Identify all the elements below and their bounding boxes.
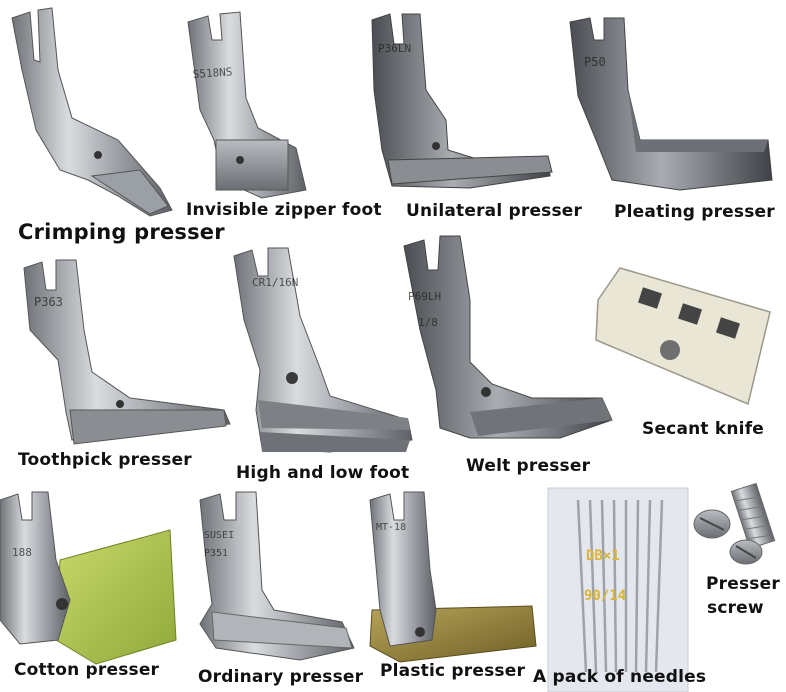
- ordinary-engraving-line2: P351: [204, 548, 228, 559]
- label-high-low-foot: High and low foot: [236, 463, 410, 483]
- label-toothpick-presser: Toothpick presser: [18, 450, 192, 470]
- high-low-foot-image: CR1/16N: [233, 247, 413, 453]
- unilateral-engraving: P36LN: [378, 42, 411, 55]
- needles-engraving-line1: DB×1: [586, 548, 620, 564]
- cotton-engraving: 188: [12, 546, 32, 559]
- crimping-presser-image: [11, 7, 173, 217]
- welt-engraving-line2: 1/8: [418, 316, 438, 329]
- plastic-presser-image: MT-18: [369, 491, 537, 663]
- invisible-zipper-foot-image: S518NS: [187, 11, 307, 199]
- needles-engraving-line2: 90/14: [584, 588, 626, 604]
- label-plastic-presser: Plastic presser: [380, 661, 526, 681]
- label-cotton-presser: Cotton presser: [14, 660, 160, 680]
- pleating-presser-image: P50: [569, 17, 773, 191]
- secant-knife-image: [595, 267, 771, 406]
- label-pack-of-needles: A pack of needles: [533, 667, 707, 687]
- label-welt-presser: Welt presser: [466, 456, 591, 476]
- invisible-zipper-engraving: S518NS: [192, 65, 233, 81]
- toothpick-engraving: P363: [34, 295, 63, 309]
- label-ordinary-presser: Ordinary presser: [198, 667, 364, 687]
- label-secant-knife: Secant knife: [642, 419, 765, 439]
- label-presser-screw-line2: screw: [707, 598, 764, 618]
- label-presser-screw-line1: Presser: [706, 574, 780, 594]
- plastic-engraving: MT-18: [376, 522, 406, 533]
- presser-screw-image: [693, 482, 776, 565]
- needles-pack-image: DB×1 90/14: [547, 487, 689, 692]
- label-crimping-presser: Crimping presser: [18, 220, 225, 244]
- high-low-engraving: CR1/16N: [252, 276, 298, 289]
- cotton-presser-image: 188: [0, 491, 177, 665]
- label-unilateral-presser: Unilateral presser: [406, 201, 583, 221]
- welt-presser-image: P69LH 1/8: [403, 235, 613, 439]
- pleating-engraving: P50: [584, 55, 606, 69]
- unilateral-presser-image: P36LN: [371, 13, 553, 189]
- label-invisible-zipper-foot: Invisible zipper foot: [186, 200, 382, 220]
- toothpick-presser-image: P363: [23, 259, 231, 445]
- welt-engraving-line1: P69LH: [408, 290, 441, 303]
- ordinary-presser-image: SUSEI P351: [199, 491, 355, 661]
- ordinary-engraving-line1: SUSEI: [204, 530, 234, 541]
- label-pleating-presser: Pleating presser: [614, 202, 775, 222]
